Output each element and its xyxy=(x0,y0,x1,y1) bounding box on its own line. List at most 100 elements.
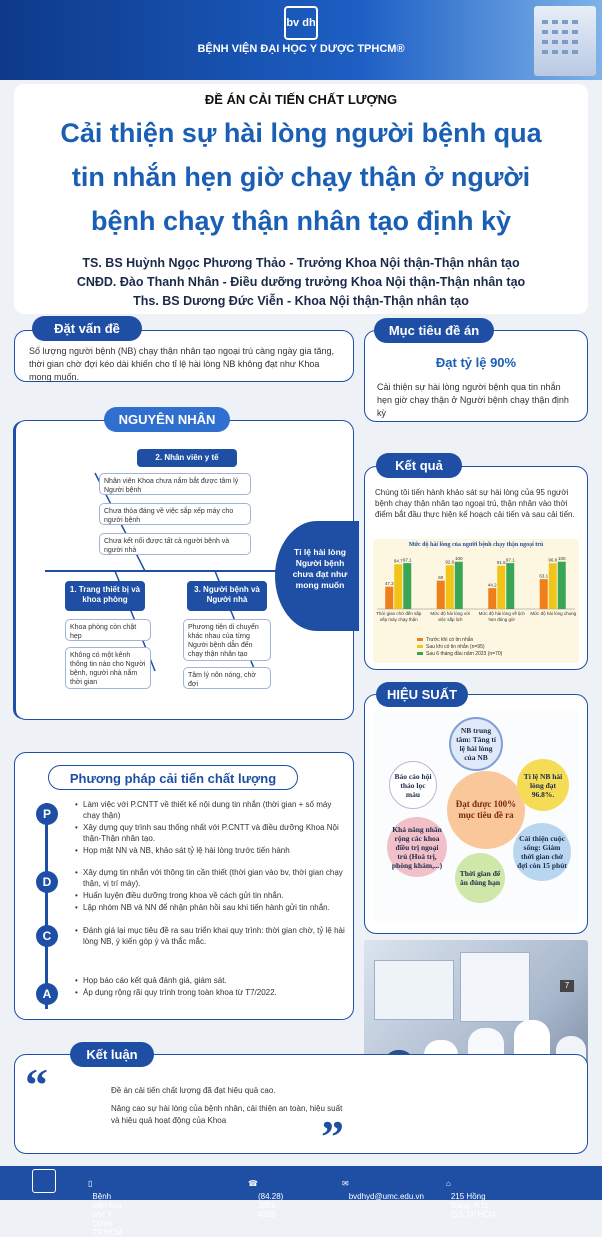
performance-bubble-5: Khả năng nhân rộng các khoa điều trị ngo… xyxy=(387,817,447,877)
performance-center: Đạt được 100% mục tiêu đề ra xyxy=(447,771,525,849)
pdca-item: Làm việc với P.CNTT về thiết kế nội dung… xyxy=(75,799,345,821)
chart-bar xyxy=(385,586,394,609)
chart-bar xyxy=(403,563,412,609)
chart-bar xyxy=(539,579,548,609)
cause-patient-1: Phương tiện di chuyển khác nhau của từng… xyxy=(183,619,271,661)
fishbone-head: Tỉ lệ hài lòng Người bệnh chưa đạt như m… xyxy=(275,521,359,631)
objective-heading: Mục tiêu đề án xyxy=(374,318,494,343)
results-chart: Mức độ hài lòng của người bệnh chạy thận… xyxy=(373,539,579,663)
pdca-item: Họp mặt NN và NB, khảo sát tỷ lệ hài lòn… xyxy=(75,845,345,856)
cause-cat-staff: 2. Nhân viên y tế xyxy=(137,449,237,467)
conclusion-list: Đề án cải tiến chất lượng đã đạt hiệu qu… xyxy=(103,1085,343,1127)
footer: ▯ Bệnh viện Đại học Y Dược TP.HCM ☎ (84.… xyxy=(0,1166,602,1237)
title-line-1: Cải thiện sự hài lòng người bệnh qua xyxy=(60,118,542,148)
conclusion-heading: Kết luận xyxy=(70,1042,154,1067)
legend-item: Trước khi có tin nhắn xyxy=(417,637,502,644)
chart-category-label: Mức độ hài lòng với việc sắp lịch xyxy=(430,611,471,622)
chart-category-label: Thời gian chờ đến sắp xếp máy chạy thận xyxy=(376,611,422,622)
cause-staff-2: Chưa thỏa đáng về việc sắp xếp máy cho n… xyxy=(99,503,251,525)
objective-panel: Đạt tỷ lệ 90% Cải thiện sự hài lòng ngườ… xyxy=(364,330,588,422)
conclusion-item: Nâng cao sự hài lòng của bệnh nhân, cải … xyxy=(111,1104,343,1125)
legend-item: Sau 6 tháng đầu năm 2023 (n=70) xyxy=(417,651,502,658)
objective-target: Đạt tỷ lệ 90% xyxy=(435,355,517,370)
title-card: ĐỀ ÁN CẢI TIẾN CHẤT LƯỢNG Cải thiện sự h… xyxy=(14,84,588,314)
legend-item: Sau khi có tin nhắn (n=95) xyxy=(417,644,502,651)
chart-data-label: 92.6 xyxy=(445,560,454,565)
chart-data-label: 100 xyxy=(455,556,463,561)
pdca-item: Lập nhóm NB và NN để nhận phản hồi sau k… xyxy=(75,902,345,913)
performance-heading: HIỆU SUẤT xyxy=(376,682,468,707)
causes-heading: NGUYÊN NHÂN xyxy=(104,407,230,432)
method-heading: Phương pháp cải tiến chất lượng xyxy=(48,765,298,790)
results-text: Chúng tôi tiến hành khảo sát sự hài lòng… xyxy=(375,488,575,519)
author-3: Ths. BS Dương Đức Viễn - Khoa Nội thận-T… xyxy=(133,294,469,308)
problem-panel: Số lượng người bệnh (NB) chạy thận nhân … xyxy=(14,330,354,382)
chart-bar xyxy=(394,564,403,609)
chart-bar xyxy=(454,561,463,609)
performance-bubble-2: Tỉ lệ NB hài lòng đạt 96.8%. xyxy=(517,759,569,811)
open-quote-icon: “ xyxy=(25,1059,48,1110)
chart-category-label: Mức độ hài lòng chung xyxy=(530,611,577,616)
author-1: TS. BS Huỳnh Ngọc Phương Thảo - Trưởng K… xyxy=(82,256,520,270)
pdca-item: Xây dựng quy trình sau thống nhất với P.… xyxy=(75,822,345,844)
performance-bubble-1: NB trung tâm: Tăng tỉ lệ hài lòng của NB xyxy=(449,717,503,771)
chart-data-label: 91.5 xyxy=(497,560,506,565)
cause-cat-patient: 3. Người bệnh và Người nhà xyxy=(187,581,267,611)
cause-patient-2: Tâm lý nôn nóng, chờ đợi xyxy=(183,667,271,689)
chart-legend: Trước khi có tin nhắn Sau khi có tin nhắ… xyxy=(417,637,502,658)
chart-data-label: 96.8 xyxy=(548,558,557,563)
performance-bubble-6: Báo cáo hội thảo lọc máu xyxy=(389,761,437,809)
pdca-list-c: Đánh giá lại mục tiêu đề ra sau triển kh… xyxy=(75,925,345,948)
chart-data-label: 97.1 xyxy=(506,558,515,563)
chart-bar xyxy=(506,563,515,609)
performance-diagram: Đạt được 100% mục tiêu đề ra NB trung tâ… xyxy=(373,711,579,921)
chart-category-label: Mức độ hài lòng về lịch hẹn đúng giờ xyxy=(478,611,525,622)
cause-cat-equipment: 1. Trang thiết bị và khoa phòng xyxy=(65,581,145,611)
chart-category-labels: Thời gian chờ đến sắp xếp máy chạy thận M… xyxy=(373,611,579,633)
pdca-step-d: D xyxy=(36,871,58,893)
footer-address: ⌂ 215 Hồng Bàng, P.11, Q.5,TP.HCM xyxy=(446,1179,496,1219)
pdca-list-d: Xây dựng tin nhắn với thông tin cần thiế… xyxy=(75,867,345,914)
hospital-building-image xyxy=(534,6,596,76)
pdca-item: Áp dụng rộng rãi quy trình trong toàn kh… xyxy=(75,987,345,998)
chart-bar xyxy=(436,580,445,609)
chart-bar xyxy=(497,565,506,609)
chart-bar xyxy=(557,561,566,609)
performance-panel: Đạt được 100% mục tiêu đề ra NB trung tâ… xyxy=(364,694,588,934)
chart-data-label: 63.1 xyxy=(539,574,548,579)
title-line-3: bệnh chạy thận nhân tạo định kỳ xyxy=(90,206,512,236)
footer-phone: ☎ (84.28) 3855 4269 xyxy=(248,1179,284,1219)
problem-heading: Đặt vấn đề xyxy=(32,316,142,341)
footer-email: ✉ bvdhyd@umc.edu.vn xyxy=(342,1179,424,1201)
chart-bar xyxy=(488,588,497,609)
problem-text: Số lượng người bệnh (NB) chạy thận nhân … xyxy=(29,346,335,382)
close-quote-icon: ” xyxy=(321,1111,344,1162)
chart-title: Mức độ hài lòng của người bệnh chạy thận… xyxy=(408,542,544,548)
title-line-2: tin nhắn hẹn giờ chạy thận ở người xyxy=(71,162,531,192)
causes-panel: Tỉ lệ hài lòng Người bệnh chưa đạt như m… xyxy=(13,420,359,720)
cause-staff-3: Chưa kết nối được tất cả người bệnh và n… xyxy=(99,533,251,555)
chart-bar xyxy=(548,563,557,609)
pdca-step-c: C xyxy=(36,925,58,947)
pdca-list-a: Họp báo cáo kết quả đánh giá, giám sát. … xyxy=(75,975,345,999)
cause-equipment-2: Không có một kênh thông tin nào cho Ngườ… xyxy=(65,647,151,689)
method-panel: P Làm việc với P.CNTT về thiết kế nội du… xyxy=(14,752,354,1020)
pdca-item: Họp báo cáo kết quả đánh giá, giám sát. xyxy=(75,975,345,986)
hospital-name: BỆNH VIỆN ĐẠI HỌC Y DƯỢC TPHCM® xyxy=(197,43,405,55)
cause-staff-1: Nhân viên Khoa chưa nắm bắt được tâm lý … xyxy=(99,473,251,495)
chart-data-label: 97.1 xyxy=(403,558,412,563)
logo-text: bv dh xyxy=(286,17,316,29)
pdca-item: Xây dựng tin nhắn với thông tin cần thiế… xyxy=(75,867,345,889)
performance-bubble-4: Thời gian để ăn đúng hạn xyxy=(455,853,505,903)
hospital-logo: bv dh xyxy=(284,6,318,40)
pdca-list-p: Làm việc với P.CNTT về thiết kế nội dung… xyxy=(75,799,345,857)
chart-data-label: 47.3 xyxy=(385,581,394,586)
author-2: CNĐD. Đào Thanh Nhân - Điều dưỡng trưởng… xyxy=(76,275,526,289)
chart-data-label: 44.2 xyxy=(488,583,497,588)
results-heading: Kết quả xyxy=(376,453,462,478)
chart-bar xyxy=(445,565,454,609)
objective-text: Cải thiện sự hài lòng người bệnh qua tin… xyxy=(377,382,569,418)
results-panel: Chúng tôi tiến hành khảo sát sự hài lòng… xyxy=(364,466,588,670)
pdca-step-p: P xyxy=(36,803,58,825)
